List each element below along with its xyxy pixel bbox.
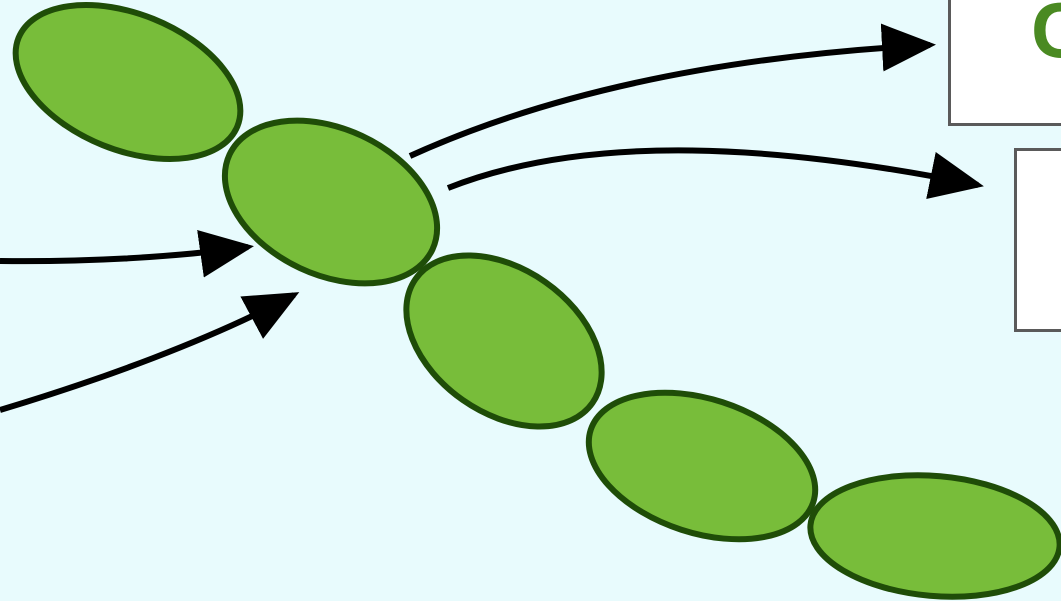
cell-3 — [403, 252, 605, 430]
bottom-label-box — [1014, 148, 1061, 332]
incoming-arrow-2 — [0, 292, 300, 413]
cell-1 — [12, 1, 244, 163]
incoming-arrow-1 — [0, 229, 254, 278]
cell-2 — [221, 117, 441, 287]
cell-5 — [807, 472, 1061, 600]
top-label-text: C — [1031, 0, 1061, 69]
outgoing-arrow-1 — [408, 23, 936, 159]
cell-4 — [585, 389, 819, 543]
top-label-box: C — [948, 0, 1061, 126]
outgoing-arrow-2 — [446, 147, 984, 200]
